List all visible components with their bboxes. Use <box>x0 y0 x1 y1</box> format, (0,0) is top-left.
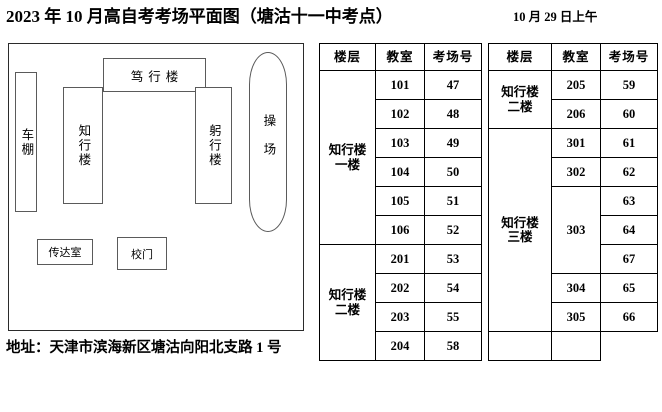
seat-number-cell: 55 <box>424 302 482 332</box>
building-gatehouse: 传达室 <box>37 239 93 265</box>
page-title: 2023 年 10 月高自考考场平面图（塘沽十一中考点） <box>6 7 393 26</box>
room-cell: 202 <box>375 273 425 303</box>
table-header-row: 楼层教室考场号 <box>319 43 482 71</box>
seat-number-cell: 58 <box>424 331 482 361</box>
floor-cell: 知行楼三楼 <box>488 128 552 332</box>
seat-number-cell <box>551 331 601 361</box>
seat-number-cell: 67 <box>600 244 658 274</box>
room-cell: 101 <box>375 70 425 100</box>
floor-cell <box>488 331 552 361</box>
building-label-gatehouse: 传达室 <box>48 247 82 259</box>
seat-number-cell: 52 <box>424 215 482 245</box>
building-label-playground: 操场 <box>261 113 276 171</box>
floor-cell: 知行楼一楼 <box>319 70 376 245</box>
building-school-gate: 校门 <box>117 237 167 270</box>
session-date: 10 月 29 日上午 <box>513 10 598 24</box>
seat-number-cell: 66 <box>600 302 658 332</box>
column-header: 考场号 <box>600 43 658 71</box>
floor-cell: 知行楼二楼 <box>319 244 376 361</box>
seat-number-cell: 61 <box>600 128 658 158</box>
building-label-gongxing: 躬行楼 <box>206 123 221 168</box>
seat-number-cell: 60 <box>600 99 658 129</box>
seat-number-cell: 50 <box>424 157 482 187</box>
building-playground: 操场 <box>249 52 287 232</box>
table-row <box>488 331 658 361</box>
seat-number-cell: 51 <box>424 186 482 216</box>
seat-number-cell: 64 <box>600 215 658 245</box>
page-header: 2023 年 10 月高自考考场平面图（塘沽十一中考点） 10 月 29 日上午 <box>0 0 662 30</box>
room-cell: 302 <box>551 157 601 187</box>
seat-number-cell: 54 <box>424 273 482 303</box>
room-cell: 105 <box>375 186 425 216</box>
room-cell: 303 <box>551 186 601 274</box>
room-cell: 304 <box>551 273 601 303</box>
campus-floorplan: 车棚 知行楼 笃行楼 躬行楼 操场 传达室 校门 <box>8 43 304 331</box>
column-header: 楼层 <box>488 43 552 71</box>
building-label-bike-shed: 车棚 <box>19 127 34 157</box>
building-label-duxing: 笃行楼 <box>130 69 184 84</box>
seat-number-cell: 47 <box>424 70 482 100</box>
room-cell: 204 <box>375 331 425 361</box>
room-cell: 206 <box>551 99 601 129</box>
seat-number-cell: 53 <box>424 244 482 274</box>
seat-number-cell: 65 <box>600 273 658 303</box>
table-row: 67 <box>489 244 658 274</box>
table-header-row: 楼层教室考场号 <box>488 43 658 71</box>
room-cell: 203 <box>375 302 425 332</box>
column-header: 考场号 <box>424 43 482 71</box>
room-cell: 301 <box>551 128 601 158</box>
floor-cell: 知行楼二楼 <box>488 70 552 129</box>
building-label-zhixing: 知行楼 <box>76 123 91 168</box>
room-cell: 102 <box>375 99 425 129</box>
room-cell: 106 <box>375 215 425 245</box>
seat-number-cell: 49 <box>424 128 482 158</box>
seat-number-cell: 63 <box>600 186 658 216</box>
column-header: 楼层 <box>319 43 376 71</box>
seat-number-cell: 62 <box>600 157 658 187</box>
room-cell: 104 <box>375 157 425 187</box>
building-bike-shed: 车棚 <box>15 72 37 212</box>
room-cell: 201 <box>375 244 425 274</box>
column-header: 教室 <box>375 43 425 71</box>
room-cell: 205 <box>551 70 601 100</box>
building-gongxing: 躬行楼 <box>195 87 232 204</box>
building-zhixing: 知行楼 <box>63 87 103 204</box>
column-header: 教室 <box>551 43 601 71</box>
building-label-school-gate: 校门 <box>131 248 153 261</box>
address-line: 地址：天津市滨海新区塘沽向阳北支路 1 号 <box>6 340 282 356</box>
seat-number-cell: 48 <box>424 99 482 129</box>
building-duxing: 笃行楼 <box>103 58 206 92</box>
room-cell: 305 <box>551 302 601 332</box>
room-cell: 103 <box>375 128 425 158</box>
seat-number-cell: 59 <box>600 70 658 100</box>
